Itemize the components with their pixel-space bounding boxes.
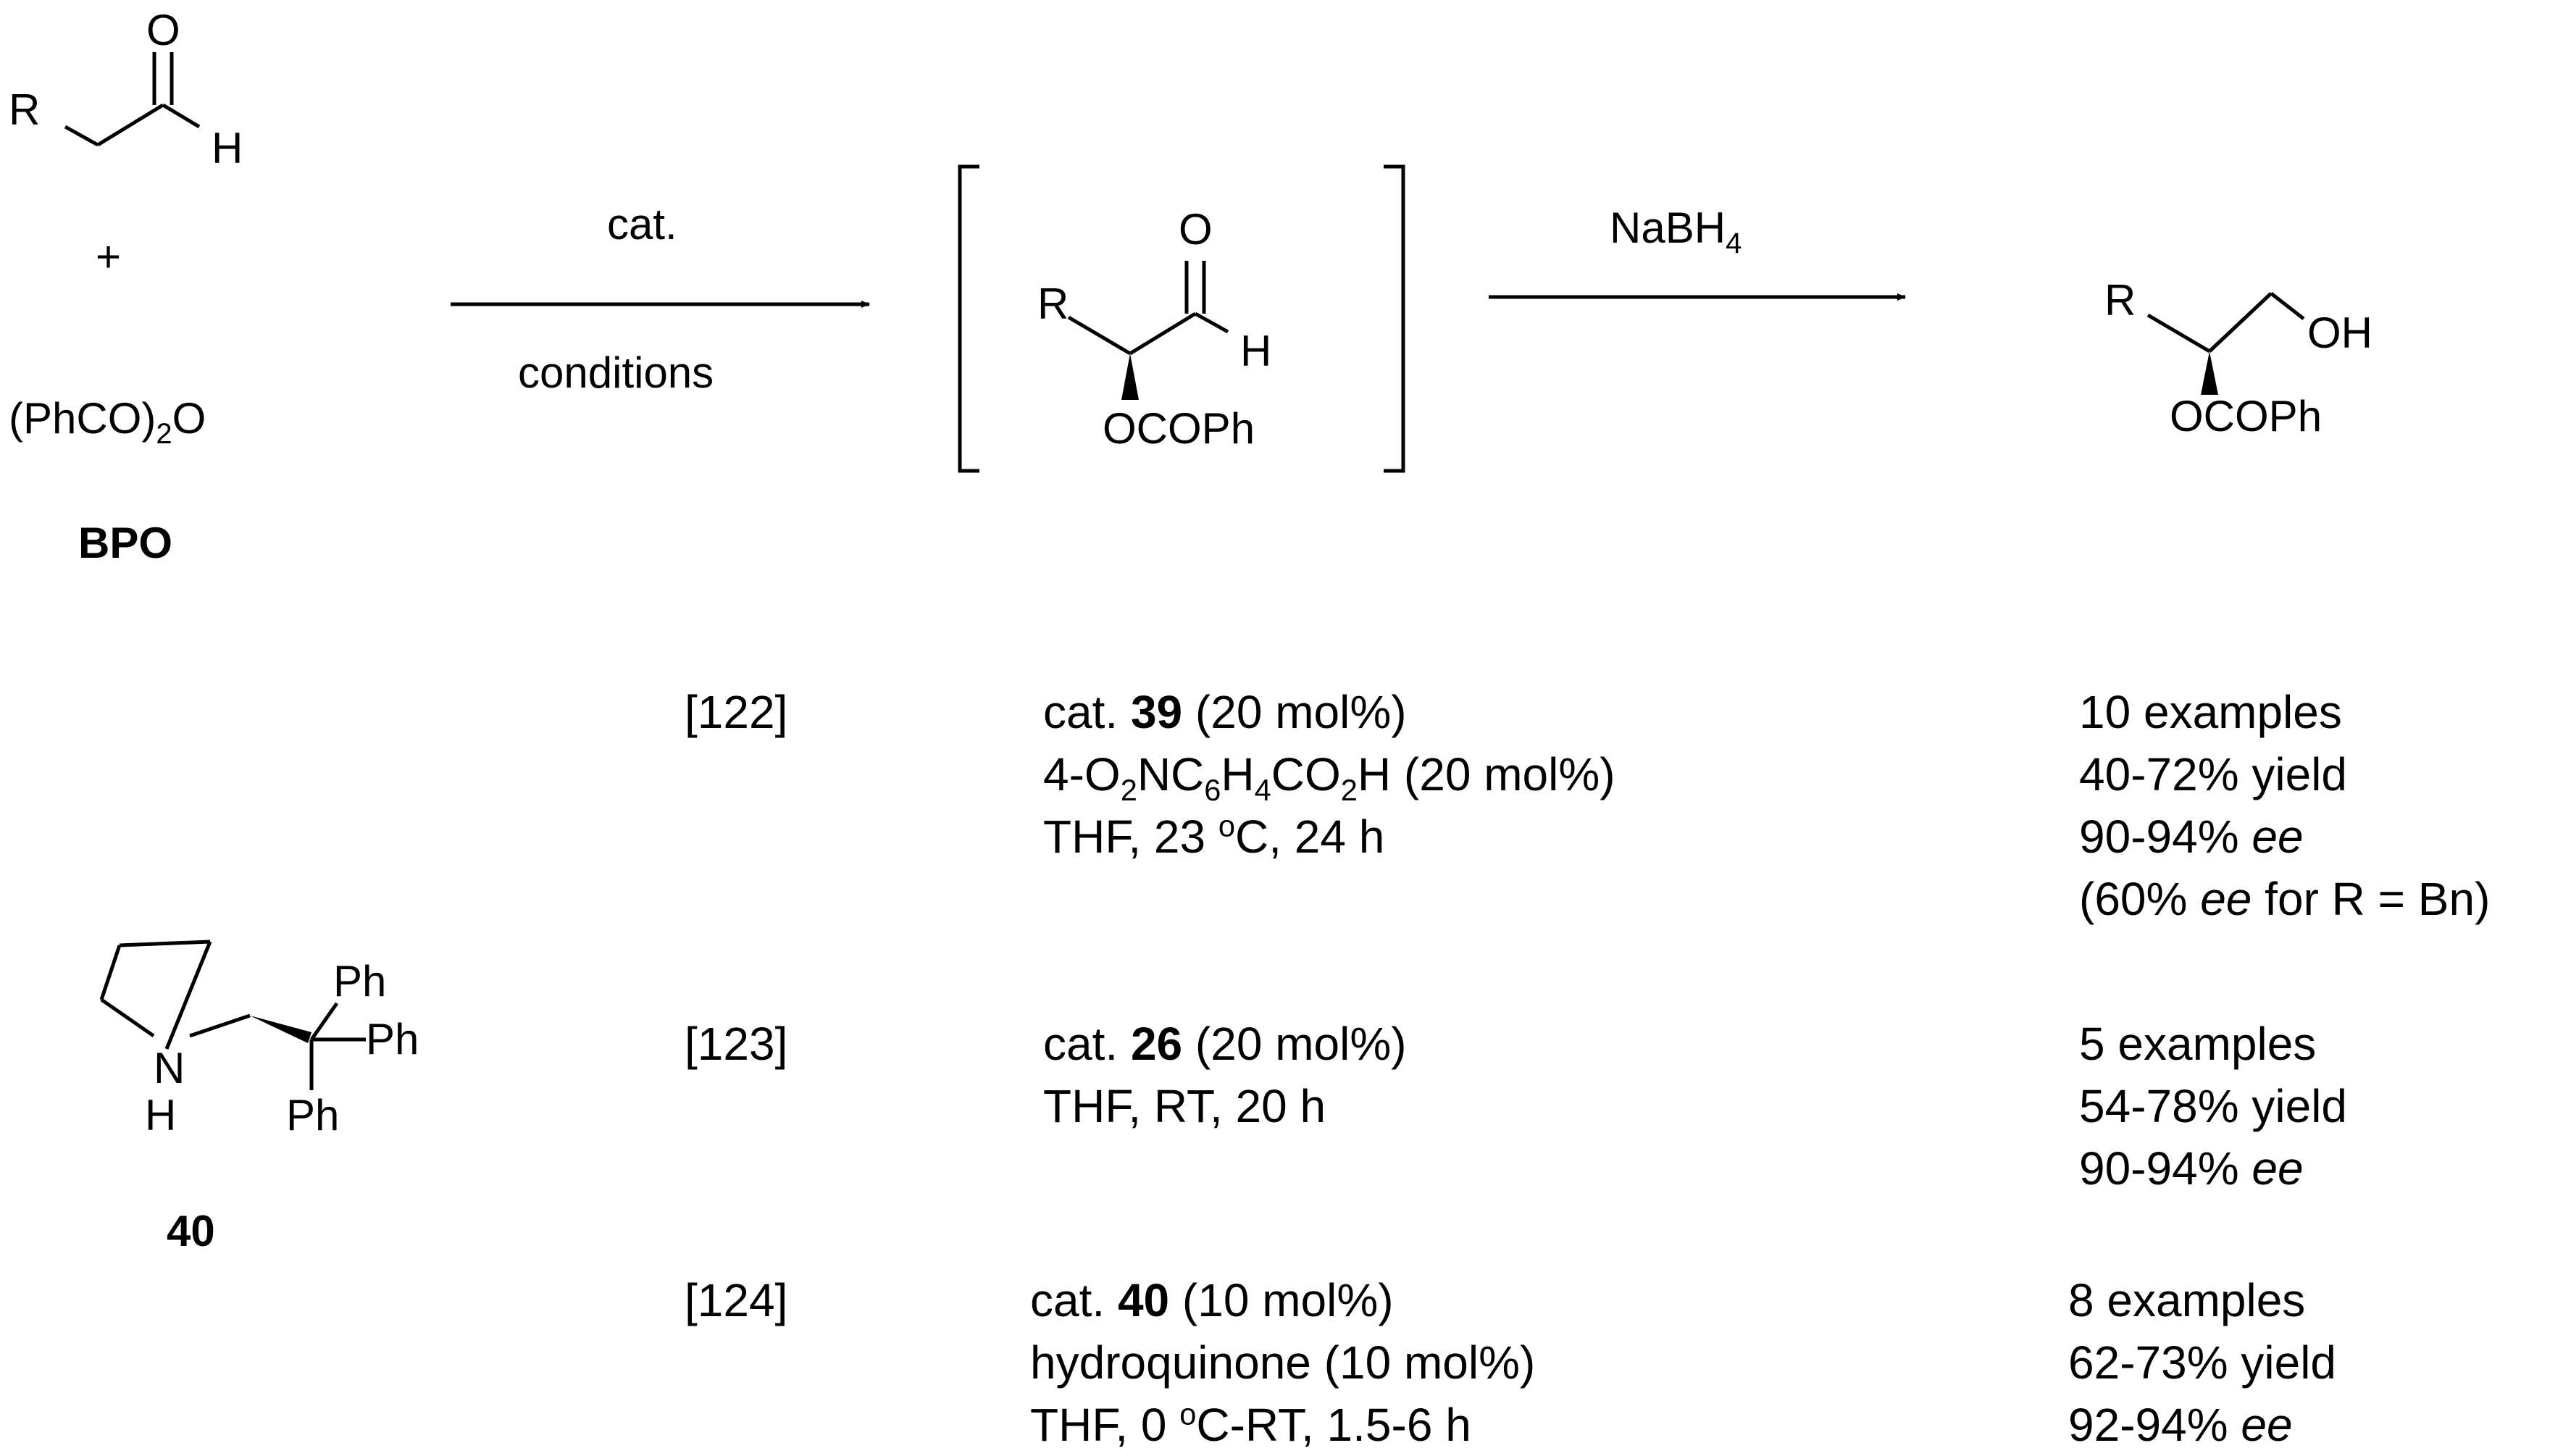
row-122-ee-note: (60% ee for R = Bn)	[2079, 873, 2491, 925]
row-124-cond-line-2: hydroquinone (10 mol%)	[1030, 1336, 1536, 1389]
intermediate-structure: R O H OCOPh	[1037, 205, 1271, 453]
product-oh-label: OH	[2307, 309, 2372, 357]
bpo-formula: (PhCO)2O	[9, 394, 206, 450]
plus-sign: +	[96, 233, 121, 281]
intermediate-o-label: O	[1179, 205, 1213, 254]
row-123-ee: 90-94% ee	[2079, 1142, 2304, 1194]
row-123-conditions: cat. 26 (20 mol%) THF, RT, 20 h	[1043, 1013, 1407, 1137]
catalyst-40-h-label: H	[145, 1091, 176, 1139]
intermediate-wedge-bond	[1121, 353, 1139, 400]
row-124-yield: 62-73% yield	[2068, 1336, 2336, 1389]
row-123-cond-line-1: cat. 26 (20 mol%)	[1043, 1018, 1407, 1070]
row-124-results: 8 examples 62-73% yield 92-94% ee	[2068, 1269, 2336, 1456]
row-122-conditions: cat. 39 (20 mol%) 4-O2NC6H4CO2H (20 mol%…	[1043, 681, 1615, 868]
reaction-arrow-1: cat. conditions	[451, 200, 870, 397]
intermediate-r-label: R	[1037, 280, 1069, 328]
catalyst-40-n-label: N	[154, 1044, 185, 1092]
product-r-label: R	[2104, 276, 2136, 325]
row-124-ee: 92-94% ee	[2068, 1399, 2293, 1451]
arrow2-reagent: NaBH4	[1610, 204, 1742, 259]
row-122-yield: 40-72% yield	[2079, 748, 2347, 800]
row-124-cond-line-1: cat. 40 (10 mol%)	[1030, 1274, 1394, 1326]
catalyst-40-wedge-bond	[250, 1016, 312, 1043]
catalyst-40-structure: Ph Ph Ph N H 40	[99, 940, 419, 1255]
intermediate-h-label: H	[1240, 327, 1271, 375]
row-124-examples: 8 examples	[2068, 1274, 2306, 1326]
catalyst-40-ph-right: Ph	[366, 1015, 419, 1063]
row-123-examples: 5 examples	[2079, 1018, 2317, 1070]
product-structure: R OH OCOPh	[2104, 276, 2372, 440]
reaction-arrow-2: NaBH4	[1489, 204, 1906, 301]
row-122-results: 10 examples 40-72% yield 90-94% ee (60% …	[2079, 681, 2490, 930]
catalyst-40-ph-top: Ph	[333, 957, 386, 1005]
bracket-left	[958, 164, 979, 473]
catalyst-40-ph-bottom: Ph	[286, 1091, 339, 1139]
aldehyde-h-label: H	[212, 124, 243, 172]
row-122-ref: [122]	[685, 686, 788, 738]
product-wedge-bond	[2201, 351, 2218, 395]
bracket-right	[1384, 164, 1405, 473]
aldehyde-r-label: R	[9, 85, 40, 134]
row-123-results: 5 examples 54-78% yield 90-94% ee	[2079, 1013, 2347, 1200]
arrow1-below-text: conditions	[518, 348, 714, 397]
row-123-yield: 54-78% yield	[2079, 1080, 2347, 1132]
row-122-examples: 10 examples	[2079, 686, 2342, 738]
row-122-cond-line-1: cat. 39 (20 mol%)	[1043, 686, 1407, 738]
aldehyde-o-label: O	[146, 6, 180, 54]
row-124-conditions: cat. 40 (10 mol%) hydroquinone (10 mol%)…	[1030, 1269, 1535, 1456]
row-122-cond-line-3: THF, 23 oC, 24 h	[1043, 808, 1385, 863]
catalyst-40-label: 40	[167, 1207, 215, 1255]
row-122-ee: 90-94% ee	[2079, 811, 2304, 863]
row-124-cond-line-3: THF, 0 oC-RT, 1.5-6 h	[1030, 1397, 1471, 1451]
row-124-ref: [124]	[685, 1274, 788, 1326]
product-ester-label: OCOPh	[2170, 392, 2322, 440]
aldehyde-structure: R O H	[9, 6, 243, 172]
row-123-cond-line-2: THF, RT, 20 h	[1043, 1080, 1326, 1132]
row-123-ref: [123]	[685, 1018, 788, 1070]
row-122-cond-line-2: 4-O2NC6H4CO2H (20 mol%)	[1043, 748, 1615, 807]
arrow1-above-text: cat.	[607, 200, 677, 248]
intermediate-ester-label: OCOPh	[1103, 404, 1255, 453]
bpo-label: BPO	[78, 519, 172, 567]
